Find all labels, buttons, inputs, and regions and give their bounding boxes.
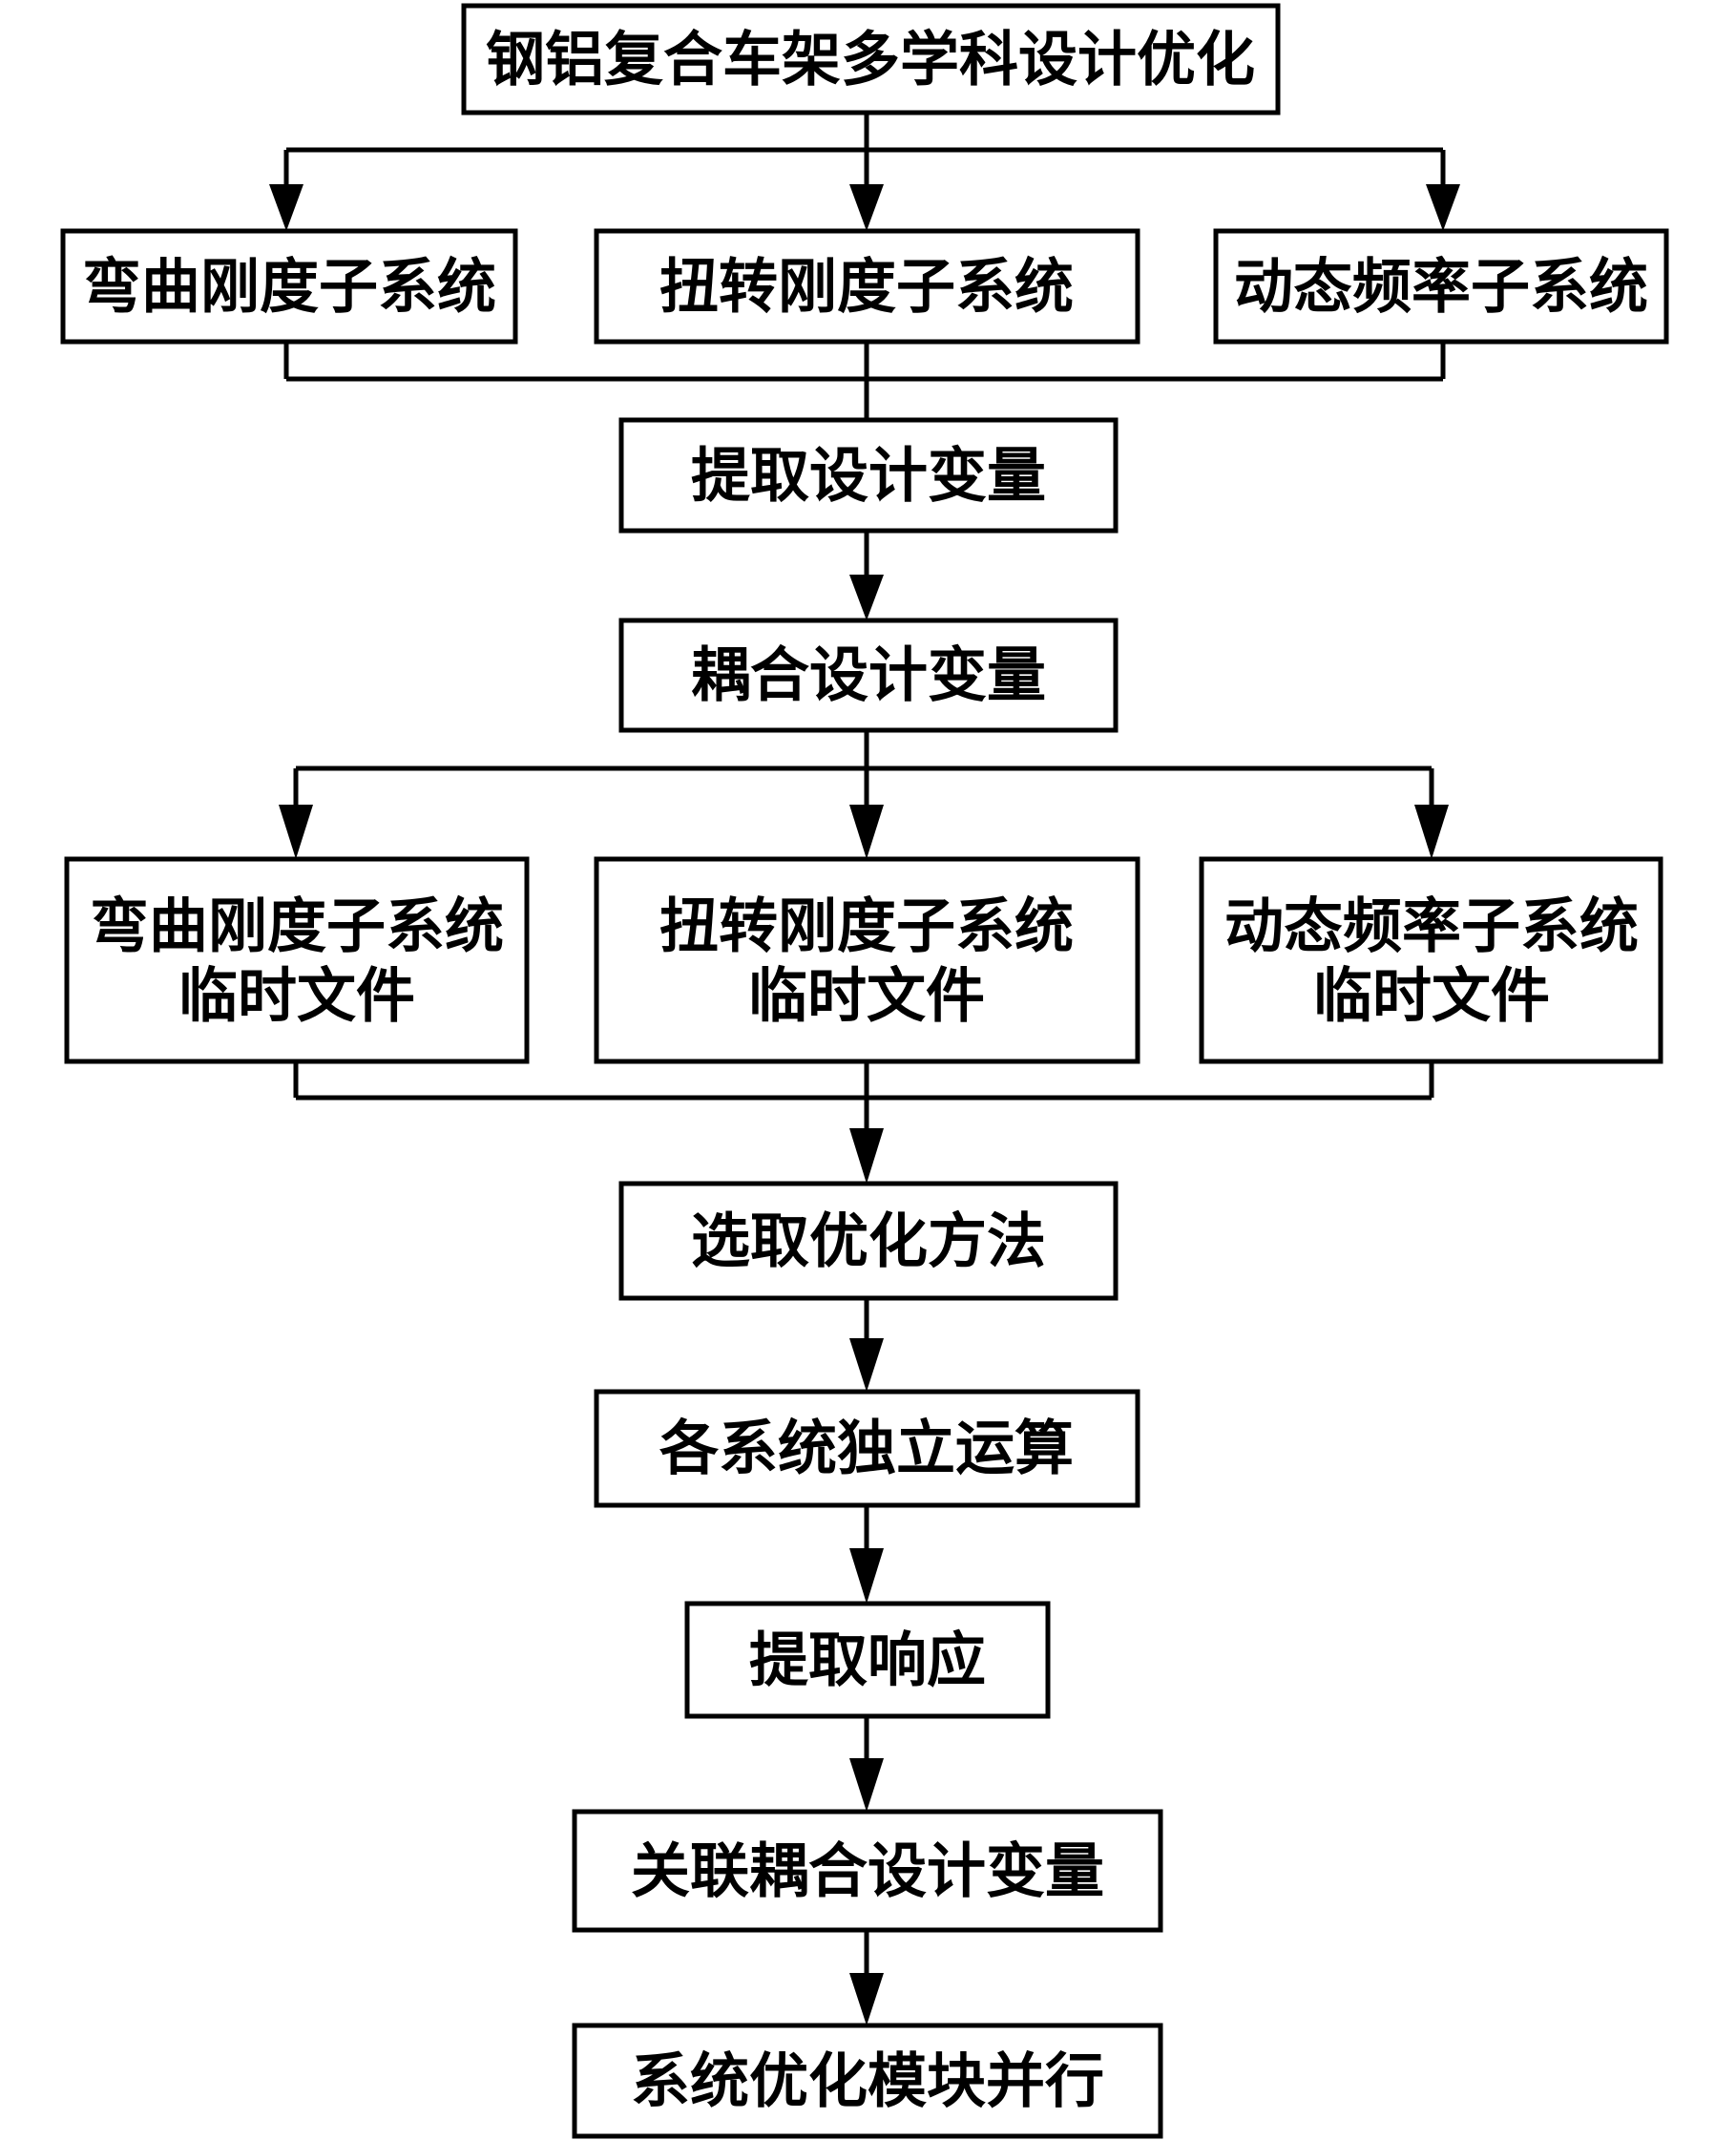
bending-subsystem-node: 弯曲刚度子系统 xyxy=(60,228,518,345)
coupled-variables-node: 耦合设计变量 xyxy=(618,618,1119,733)
extract-response-label: 提取响应 xyxy=(749,1626,986,1695)
torsion-subsystem-label: 扭转刚度子系统 xyxy=(659,252,1074,322)
dynamic-frequency-temp-file-line2: 临时文件 xyxy=(1313,961,1550,1031)
arrowhead xyxy=(849,1973,884,2025)
arrowhead xyxy=(849,805,884,859)
connectors xyxy=(283,113,1446,1981)
bending-temp-file-line2: 临时文件 xyxy=(178,961,415,1031)
torsion-temp-file-line1: 扭转刚度子系统 xyxy=(659,892,1074,961)
arrowhead xyxy=(1426,184,1460,231)
bending-subsystem-label: 弯曲刚度子系统 xyxy=(82,252,496,322)
coupled-variables-label: 耦合设计变量 xyxy=(691,640,1046,710)
parallel-modules-node: 系统优化模块并行 xyxy=(572,2023,1163,2139)
arrowhead xyxy=(849,575,884,620)
torsion-temp-file-node: 扭转刚度子系统 临时文件 xyxy=(594,856,1140,1064)
title-node: 钢铝复合车架多学科设计优化 xyxy=(461,3,1281,115)
arrowhead xyxy=(279,805,313,859)
bending-temp-file-line1: 弯曲刚度子系统 xyxy=(90,892,504,961)
arrowheads xyxy=(269,184,1460,2025)
associate-variables-node: 关联耦合设计变量 xyxy=(572,1809,1163,1933)
independent-compute-label: 各系统独立运算 xyxy=(659,1414,1074,1483)
torsion-subsystem-node: 扭转刚度子系统 xyxy=(594,228,1140,345)
choose-method-label: 选取优化方法 xyxy=(691,1206,1046,1276)
arrowhead xyxy=(849,1758,884,1812)
dynamic-frequency-subsystem-node: 动态频率子系统 xyxy=(1213,228,1669,345)
arrowhead xyxy=(849,184,884,231)
extract-variables-node: 提取设计变量 xyxy=(618,417,1119,534)
title-label: 钢铝复合车架多学科设计优化 xyxy=(486,25,1255,94)
parallel-modules-label: 系统优化模块并行 xyxy=(631,2046,1104,2116)
arrowhead xyxy=(1414,805,1449,859)
extract-variables-label: 提取设计变量 xyxy=(691,441,1046,511)
arrowhead xyxy=(849,1338,884,1392)
associate-variables-label: 关联耦合设计变量 xyxy=(631,1836,1104,1906)
bending-temp-file-node: 弯曲刚度子系统 临时文件 xyxy=(64,856,530,1064)
independent-compute-node: 各系统独立运算 xyxy=(594,1389,1140,1508)
torsion-temp-file-line2: 临时文件 xyxy=(748,961,985,1031)
arrowhead xyxy=(849,1548,884,1604)
extract-response-node: 提取响应 xyxy=(684,1601,1051,1719)
arrowhead xyxy=(849,1128,884,1184)
dynamic-frequency-temp-file-line1: 动态频率子系统 xyxy=(1224,892,1639,961)
arrowhead xyxy=(269,184,303,231)
dynamic-frequency-subsystem-label: 动态频率子系统 xyxy=(1234,252,1648,322)
dynamic-frequency-temp-file-node: 动态频率子系统 临时文件 xyxy=(1199,856,1663,1064)
choose-method-node: 选取优化方法 xyxy=(618,1181,1119,1301)
